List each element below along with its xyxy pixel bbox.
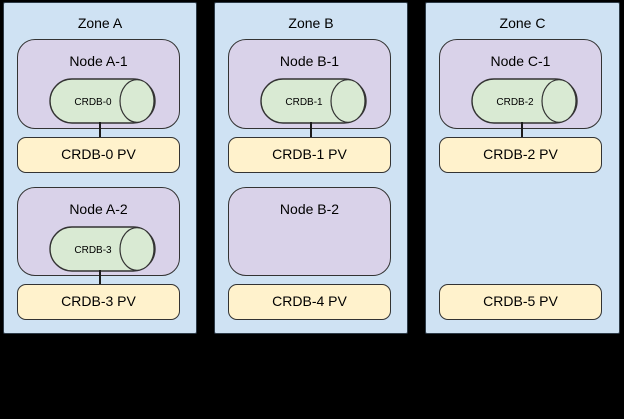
node-b1-box: Node B-1 CRDB-1 (228, 39, 391, 129)
zone-c-title: Zone C (499, 15, 546, 31)
cylinder-crdb-3-label: CRDB-3 (74, 245, 112, 256)
connector-line (99, 270, 101, 285)
node-a1-box: Node A-1 CRDB-0 (17, 39, 180, 129)
cylinder-crdb-0-label: CRDB-0 (74, 97, 112, 108)
connector-line (521, 122, 523, 138)
node-a2-title: Node A-2 (69, 201, 128, 217)
node-b1-title: Node B-1 (279, 53, 340, 69)
pv-crdb-0: CRDB-0 PV (17, 137, 180, 173)
node-b2-title: Node B-2 (279, 201, 340, 217)
node-a2-box: Node A-2 CRDB-3 (17, 187, 180, 276)
connector-line (99, 122, 101, 138)
node-c1-title: Node C-1 (490, 53, 551, 69)
zone-c-panel: Zone C Node C-1 CRDB-2 CRDB-2 PV CRDB-5 … (425, 2, 620, 334)
pv-crdb-1: CRDB-1 PV (228, 137, 391, 173)
pv-crdb-3: CRDB-3 PV (17, 284, 180, 320)
connector-line (310, 122, 312, 138)
cylinder-crdb-2-icon: CRDB-2 (471, 78, 578, 124)
node-b2-box: Node B-2 (228, 187, 391, 276)
zone-b-panel: Zone B Node B-1 CRDB-1 CRDB-1 PV Node B-… (214, 2, 408, 334)
cylinder-crdb-1-icon: CRDB-1 (260, 78, 367, 124)
zone-b-title: Zone B (288, 15, 334, 31)
cylinder-crdb-2-label: CRDB-2 (496, 97, 534, 108)
cylinder-crdb-1-label: CRDB-1 (285, 97, 323, 108)
cylinder-crdb-3-icon: CRDB-3 (49, 226, 156, 272)
pv-crdb-5: CRDB-5 PV (439, 284, 602, 320)
node-c1-box: Node C-1 CRDB-2 (439, 39, 602, 129)
zone-a-title: Zone A (77, 15, 123, 31)
pv-crdb-2: CRDB-2 PV (439, 137, 602, 173)
pv-crdb-4: CRDB-4 PV (228, 284, 391, 320)
cylinder-crdb-0-icon: CRDB-0 (49, 78, 156, 124)
zone-a-panel: Zone A Node A-1 CRDB-0 CRDB-0 PV Node A-… (3, 2, 197, 334)
node-a1-title: Node A-1 (69, 53, 128, 69)
